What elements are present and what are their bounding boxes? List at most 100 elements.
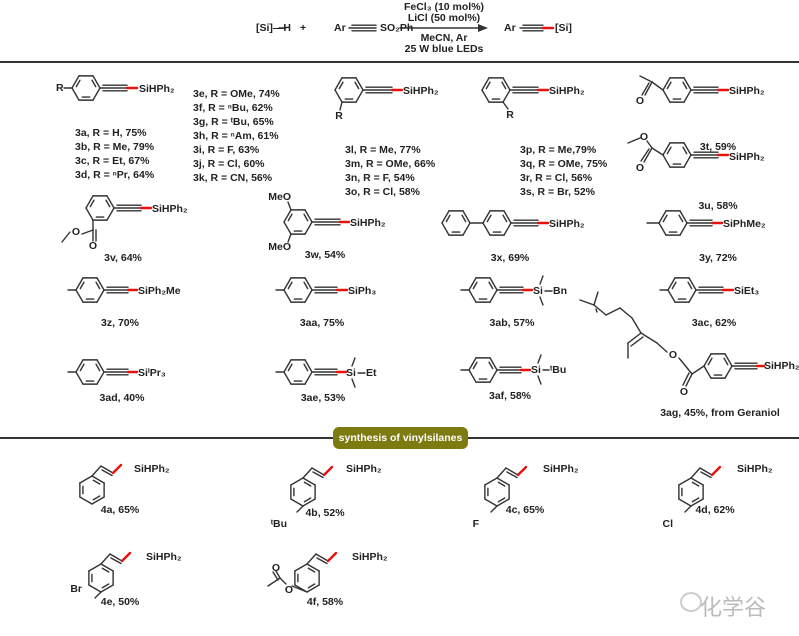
entry-3c: 3c, R = Et, 67% xyxy=(75,154,150,167)
entry-3q: 3q, R = OMe, 75% xyxy=(520,157,608,170)
benzene-ring-bond xyxy=(503,222,512,236)
condition-solvent: MeCN, Ar xyxy=(420,31,468,44)
benzene-ring-bond xyxy=(92,87,101,101)
bond xyxy=(640,332,658,344)
benzene-ring-bond xyxy=(304,289,313,303)
benzene-ring-bond xyxy=(92,75,101,89)
benzene-ring-bond xyxy=(683,89,692,103)
3af-label: 3af, 58% xyxy=(488,389,532,402)
aromatic-double-bond xyxy=(91,79,97,88)
aromatic-double-bond xyxy=(682,81,688,90)
benzene-ring-bond xyxy=(96,289,105,303)
benzene-ring-bond xyxy=(96,371,105,385)
benzene-ring-bond xyxy=(496,477,510,486)
entry-3m: 3m, R = OMe, 66% xyxy=(345,157,436,170)
bond xyxy=(339,101,343,111)
entry-3j: 3j, R = Cl, 60% xyxy=(193,157,265,170)
4c-silyl: SiHPh₂ xyxy=(543,462,579,475)
aromatic-double-bond xyxy=(682,146,688,155)
aromatic-double-bond xyxy=(287,213,293,222)
entry-3o: 3o, R = Cl, 58% xyxy=(345,185,420,198)
benzene-ring-bond xyxy=(489,277,498,291)
3ab-label: 3ab, 57% xyxy=(489,316,535,329)
aromatic-double-bond xyxy=(472,281,478,290)
benzene-ring-bond xyxy=(481,89,490,103)
arrow-head-icon xyxy=(478,24,488,32)
benzene-ring-bond xyxy=(75,289,84,303)
benzene-ring-bond xyxy=(306,563,320,572)
benzene-ring-bond xyxy=(683,77,692,91)
benzene-ring-bond xyxy=(96,277,105,291)
condition-light: 25 W blue LEDs xyxy=(404,42,484,55)
aromatic-double-bond xyxy=(92,479,101,485)
3x-silyl: SiHPh₂ xyxy=(549,217,585,230)
aromatic-double-bond xyxy=(502,214,508,223)
4b-label: 4b, 52% xyxy=(305,506,345,519)
benzene-ring-bond xyxy=(304,209,313,223)
bond xyxy=(109,553,123,562)
bond xyxy=(505,467,519,476)
benzene-ring-bond xyxy=(462,210,471,224)
entry-3h: 3h, R = ⁿAm, 61% xyxy=(193,129,279,142)
aromatic-double-bond xyxy=(488,361,494,370)
3ad-silyl: SiⁱPr₃ xyxy=(138,366,166,379)
aromatic-double-bond xyxy=(303,481,312,487)
aromatic-double-bond xyxy=(287,363,293,372)
aromatic-double-bond xyxy=(287,281,293,290)
benzene-ring-bond xyxy=(106,207,115,221)
condition-additive: LiCl (50 mol%) xyxy=(407,11,481,24)
benzene-ring-bond xyxy=(71,87,80,101)
entry-3s: 3s, R = Br, 52% xyxy=(520,185,596,198)
3v-label: 3v, 64% xyxy=(104,251,142,264)
bond xyxy=(539,296,544,306)
benzene-ring-bond xyxy=(88,563,102,572)
bond xyxy=(287,201,292,211)
aromatic-double-bond xyxy=(101,583,110,589)
3aa-silyl: SiPh₃ xyxy=(348,284,377,297)
bond xyxy=(627,332,642,344)
benzene-ring-bond xyxy=(304,277,313,291)
bond xyxy=(279,577,287,585)
benzene-ring-bond xyxy=(690,477,704,486)
benzene-ring-bond xyxy=(688,289,697,303)
bond xyxy=(496,467,507,479)
bond xyxy=(593,291,599,306)
bond xyxy=(81,229,94,235)
benzene-ring-bond xyxy=(355,89,364,103)
aromatic-double-bond xyxy=(445,214,451,223)
aromatic-double-bond xyxy=(338,81,344,90)
bond xyxy=(539,275,544,285)
bond xyxy=(351,357,356,367)
4d-substituent: Cl xyxy=(662,517,674,530)
meta-substituent: R xyxy=(335,109,343,122)
3v-ester-oxygen: O xyxy=(71,225,81,238)
product-silyl: [Si] xyxy=(555,21,572,34)
bond xyxy=(311,467,325,476)
bond xyxy=(351,378,356,388)
aromatic-double-bond xyxy=(354,81,360,90)
benzene-ring-bond xyxy=(100,584,114,593)
aromatic-double-bond xyxy=(486,214,492,223)
benzene-ring-bond xyxy=(96,359,105,373)
3ae-group: Et xyxy=(366,366,377,379)
benzene-ring-bond xyxy=(678,498,692,507)
benzene-ring-bond xyxy=(703,353,712,367)
4c-label: 4c, 65% xyxy=(505,503,545,516)
reagent-silane: [Si]—H xyxy=(256,21,291,34)
benzene-ring-bond xyxy=(496,498,510,507)
benzene-ring-bond xyxy=(667,277,676,291)
benzene-ring-bond xyxy=(106,195,115,209)
bond xyxy=(605,307,621,316)
aromatic-double-bond xyxy=(488,281,494,290)
benzene-ring-bond xyxy=(679,210,688,224)
3w-silyl: SiHPh₂ xyxy=(350,216,386,229)
benzene-ring-bond xyxy=(283,277,292,291)
aromatic-double-bond xyxy=(497,481,506,487)
benzene-ring-bond xyxy=(100,563,114,572)
bond xyxy=(275,570,281,579)
4a-silyl: SiHPh₂ xyxy=(134,462,170,475)
entry-3e: 3e, R = OMe, 74% xyxy=(193,87,280,100)
3u-silyl: SiHPh₂ xyxy=(729,150,765,163)
top-divider xyxy=(0,61,799,63)
bond xyxy=(291,585,308,593)
